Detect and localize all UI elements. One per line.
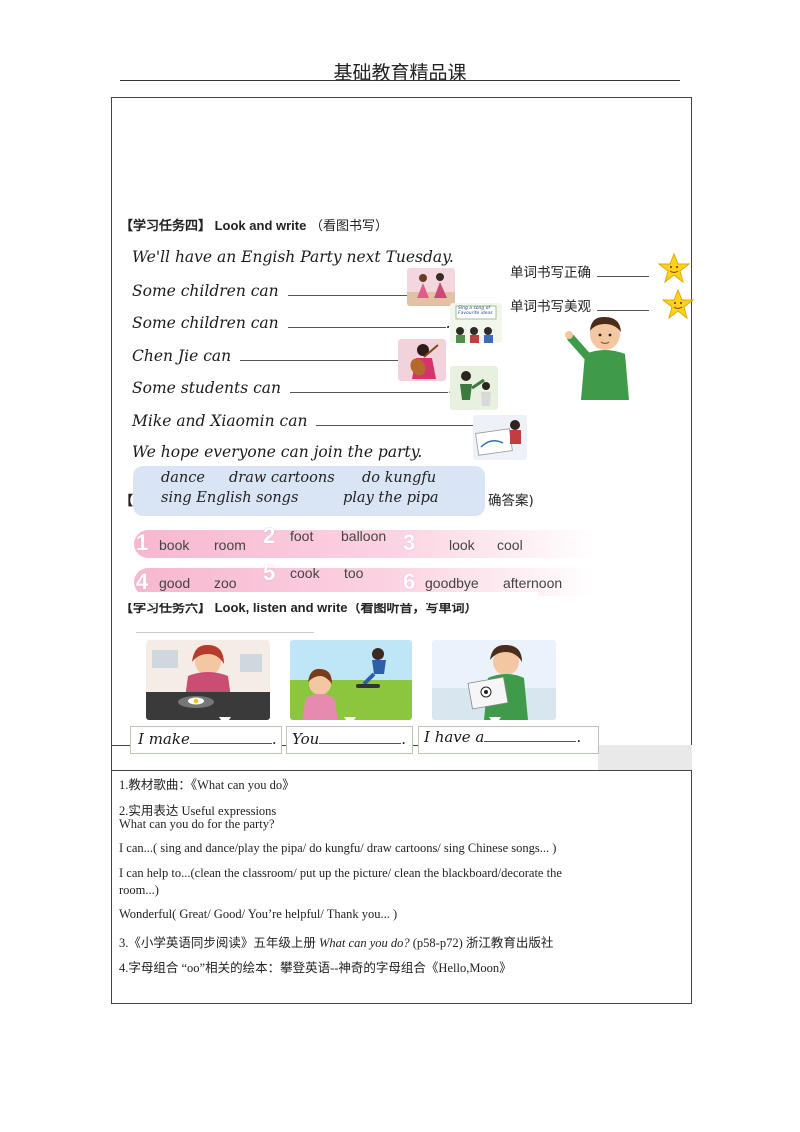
page-title: 基础教育精品课: [333, 62, 467, 84]
word-bank-item: sing English songs: [161, 490, 299, 506]
group-number: 5: [263, 560, 276, 585]
word-bank-item: draw cartoons: [229, 470, 335, 486]
caption-1: I make.: [138, 730, 277, 748]
criteria-correct: 单词书写正确: [510, 261, 649, 281]
answer-blank[interactable]: [319, 731, 402, 744]
callout-pointer: [489, 717, 501, 726]
boy-reading-picture: [432, 640, 556, 720]
song-picture-caption: Sing a song of Favourite ideas: [458, 306, 493, 316]
phonics-word: afternoon: [503, 575, 563, 591]
task5-heading-left: 【: [120, 493, 134, 508]
header-rule: [120, 80, 680, 81]
star-icon: [661, 288, 695, 324]
resource-item: 4.字母组合 “oo”相关的绘本：攀登英语--神奇的字母组合《Hello,Moo…: [119, 961, 512, 975]
answer-blank[interactable]: [240, 346, 401, 361]
word-bank-item: do kungfu: [362, 470, 437, 486]
caption-box: [130, 726, 282, 754]
group-number: 4: [136, 569, 149, 594]
phonics-word: book: [159, 537, 190, 553]
task4-line-3: Some children can .: [132, 313, 451, 332]
divider-bottom: [111, 770, 692, 771]
star-icon: [657, 252, 691, 288]
girl-cooking-picture: [146, 640, 270, 720]
answer-blank[interactable]: [287, 313, 446, 328]
cartoon-picture: [473, 415, 527, 460]
word-bank-item: dance: [161, 470, 205, 486]
resource-item: 2.实用表达 Useful expressions: [119, 804, 277, 818]
caption-3: I have a.: [424, 728, 582, 746]
phonics-word: look: [449, 537, 475, 553]
resource-item: Wonderful( Great/ Good/ You’re helpful/ …: [119, 907, 398, 921]
caption-box: [418, 726, 599, 754]
dance-picture: [407, 268, 455, 306]
song-picture: Sing a song of Favourite ideas: [450, 303, 502, 343]
group-number: 3: [403, 530, 416, 555]
resource-item: room...): [119, 883, 159, 897]
answer-blank[interactable]: [316, 411, 477, 426]
phonics-word: good: [159, 575, 191, 591]
content-frame: [111, 97, 692, 1004]
resource-item-book: 3.《小学英语同步阅读》五年级上册 What can you do? (p58-…: [119, 936, 554, 950]
phonics-word: balloon: [341, 528, 387, 544]
group-number: 6: [403, 569, 416, 594]
phonics-word: room: [214, 537, 246, 553]
answer-blank[interactable]: [189, 731, 272, 744]
answer-blank[interactable]: [484, 729, 577, 742]
task5-heading-right: 确答案): [488, 493, 534, 509]
phonics-word: cool: [497, 537, 523, 553]
answer-blank[interactable]: [287, 281, 416, 296]
answer-blank[interactable]: [289, 378, 448, 393]
phonics-band: [134, 530, 596, 558]
skateboard-picture: [290, 640, 412, 720]
caption-2: You.: [292, 730, 407, 748]
boy-pointing-picture: [563, 316, 645, 404]
task4-line-1: We'll have an Engish Party next Tuesday.: [132, 248, 454, 266]
criteria-neat: 单词书写美观: [510, 295, 649, 315]
resource-item: I can help to...(clean the classroom/ pu…: [119, 866, 562, 880]
table-row-strip: [598, 745, 692, 770]
task4-line-2: Some children can .: [132, 281, 421, 300]
phonics-word: too: [344, 565, 364, 581]
phonics-word: zoo: [214, 575, 237, 591]
resource-item: What can you do for the party?: [119, 817, 275, 831]
task4-heading: 【学习任务四】 Look and write （看图书写）: [120, 218, 388, 233]
word-bank-item: play the pipa: [343, 490, 439, 506]
caption-box: [286, 726, 413, 754]
word-bank: [133, 466, 485, 516]
phonics-word: foot: [290, 528, 314, 544]
phonics-band: [134, 568, 596, 596]
phonics-word: cook: [290, 565, 320, 581]
pipa-picture: [398, 339, 446, 381]
phonics-word: goodbye: [425, 575, 479, 591]
kungfu-picture: [450, 366, 498, 410]
resource-item: 1.教材歌曲：《What can you do》: [119, 778, 295, 792]
group-number: 2: [263, 523, 276, 548]
group-number: 1: [136, 530, 149, 555]
heading-overlap: [118, 592, 538, 603]
task6-heading: 【学习任务六】 Look, listen and write（看图听音，写单词）: [120, 600, 478, 615]
faint-rule: [136, 632, 314, 633]
task4-line-6: Mike and Xiaomin can .: [132, 411, 481, 430]
callout-pointer: [219, 717, 231, 726]
task4-line-4: Chen Jie can .: [132, 346, 405, 365]
resource-item: I can...( sing and dance/play the pipa/ …: [119, 841, 557, 855]
task4-line-7: We hope everyone can join the party.: [132, 443, 423, 461]
callout-pointer: [344, 717, 356, 726]
